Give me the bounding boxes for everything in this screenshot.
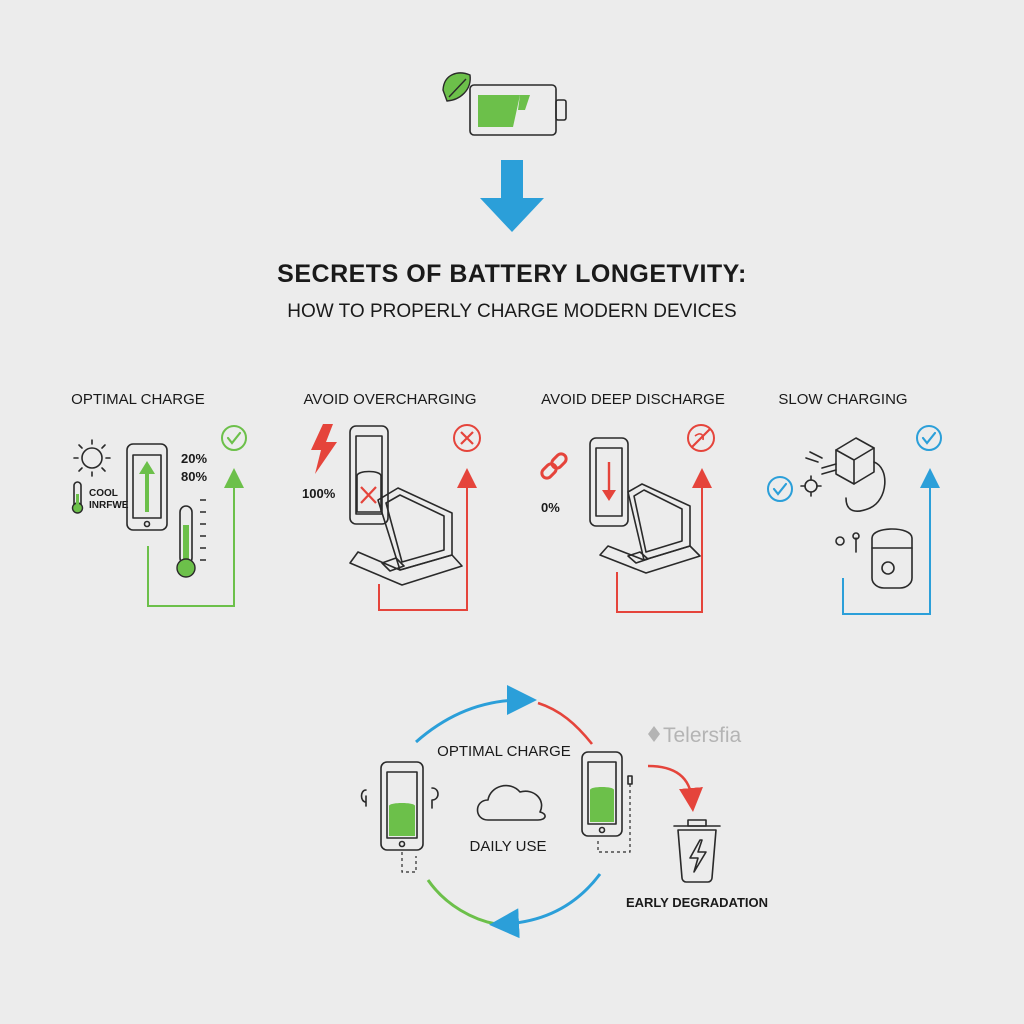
phone-icon-overcharge [349,425,389,525]
cycle-arrow-bottom-blue [489,873,602,939]
sun-icon [73,439,111,477]
trash-lightning-icon [673,819,721,883]
thermometer-icon [71,481,84,514]
flow-arrow-slow [842,468,940,615]
phone-icon-discharge [589,437,629,527]
brand-name: Telersfia [663,724,742,747]
cycle-arrow-top-red [537,701,594,745]
page-title: SECRETS OF BATTERY LONGETVITY: [277,260,747,288]
check-icon-slow-right [916,425,942,451]
label-80-percent: 80% [181,469,207,484]
check-icon [221,425,247,451]
brand-watermark: Telersfia [648,724,742,747]
laptop-icon [349,487,463,586]
cycle-arrow-top-blue [415,685,537,744]
section-heading-optimal-charge: OPTIMAL CHARGE [71,391,205,408]
broken-chain-icon [540,452,568,480]
large-thermometer-icon [176,499,206,578]
cloud-icon [476,784,546,821]
check-icon-slow-left [767,476,793,502]
cycle-degradation-label: EARLY DEGRADATION [626,895,768,910]
section-heading-avoid-overcharging: AVOID OVERCHARGING [303,391,476,408]
down-arrow-icon [480,160,544,232]
wall-charger-icon [805,437,886,512]
label-0-percent: 0% [541,500,560,515]
label-cool: COOL [89,488,118,499]
cycle-center-label: DAILY USE [470,838,547,855]
gear-icon [800,475,822,497]
phone-icon-cycle-left [360,761,439,873]
phone-icon-cycle-right [581,751,633,853]
section-heading-slow-charging: SLOW CHARGING [778,391,907,408]
cycle-arrow-left-green [426,879,497,926]
battery-leaf-icon [442,72,567,136]
flow-arrow-overcharge [378,468,477,611]
x-circle-icon [453,424,481,452]
laptop-icon-discharge [599,483,701,574]
flow-arrow-discharge [616,468,712,613]
degradation-arrow [647,764,703,812]
cycle-top-label: OPTIMAL CHARGE [437,743,571,760]
label-100-percent: 100% [302,486,336,501]
label-20-percent: 20% [181,451,207,466]
flow-arrow-optimal [147,468,244,607]
no-sign-icon [687,424,715,452]
earbuds-case-icon [835,528,913,589]
phone-icon [126,443,168,531]
page-subtitle: HOW TO PROPERLY CHARGE MODERN DEVICES [287,301,736,322]
label-inrfwe: INRFWE [89,500,129,511]
lightning-icon [311,424,337,474]
section-heading-avoid-deep-discharge: AVOID DEEP DISCHARGE [541,391,725,408]
